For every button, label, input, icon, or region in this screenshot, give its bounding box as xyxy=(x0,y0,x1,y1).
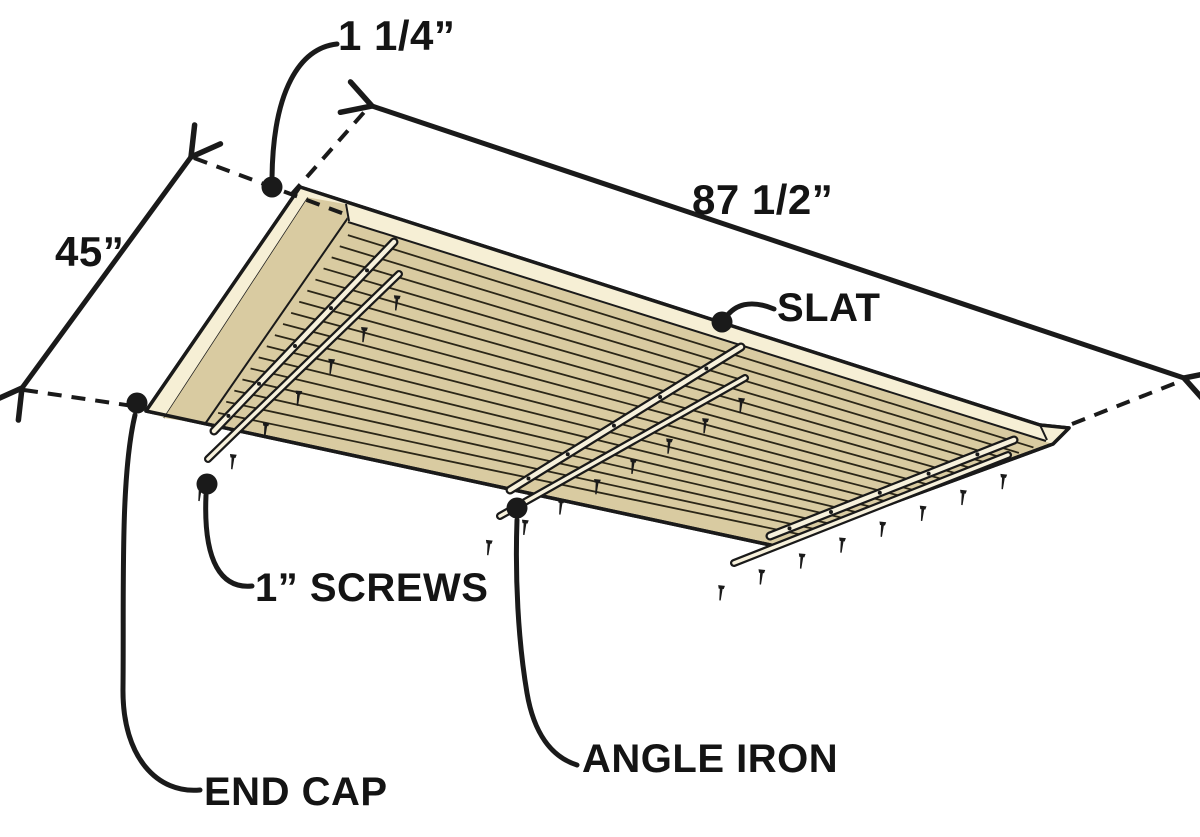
angle-iron-hole xyxy=(293,343,297,348)
end-cap-label: END CAP xyxy=(204,770,388,814)
angle-iron-hole xyxy=(526,476,531,481)
angle-iron-hole xyxy=(257,381,261,386)
screws-label: 1” SCREWS xyxy=(255,566,488,610)
depth-label: 45” xyxy=(55,228,124,275)
thickness-leader xyxy=(269,41,340,181)
screw-icon xyxy=(520,519,529,536)
end-cap-inner-edge xyxy=(204,211,353,425)
slat-gap-line xyxy=(234,389,830,525)
dimensions xyxy=(0,79,1200,423)
angle-iron-hole xyxy=(658,395,663,400)
angle-iron-hole xyxy=(975,452,980,457)
extension-line-bottom-left xyxy=(23,388,141,409)
right-overhang-step xyxy=(1039,424,1048,441)
end-cap-leader-dot xyxy=(126,392,148,414)
angle-iron-label: ANGLE IRON xyxy=(582,737,838,781)
screw-icon xyxy=(756,569,766,585)
end-cap-leader xyxy=(120,412,203,793)
angle-iron-hole xyxy=(704,366,709,371)
extension-line-length-start xyxy=(289,108,368,197)
panel xyxy=(144,185,1071,548)
screw-icon xyxy=(716,585,725,601)
angle-iron-hole xyxy=(565,452,570,457)
angle-iron-hole xyxy=(329,306,333,311)
angle-iron-hole xyxy=(787,526,792,531)
depth-dimension-arrow xyxy=(0,122,224,423)
extension-line-length-end xyxy=(1071,377,1187,426)
screw-icon xyxy=(998,473,1008,490)
labels: 1 1/4” 45” 87 1/2” SLAT 1” SCREWS END CA… xyxy=(55,12,880,814)
thickness-label: 1 1/4” xyxy=(338,12,455,59)
angle-iron-hole xyxy=(611,423,616,428)
slat-gap-line xyxy=(226,400,816,530)
slat-leader-dot xyxy=(711,311,733,333)
angle-iron-hole xyxy=(829,510,833,514)
screw-icon xyxy=(556,499,565,515)
angle-iron-leader-dot xyxy=(506,497,528,519)
angle-iron-3 xyxy=(730,435,1019,567)
screw-icon xyxy=(797,553,806,569)
screw-icon xyxy=(877,521,887,538)
angle-iron-hole xyxy=(226,413,231,418)
slat-leader xyxy=(723,301,777,320)
screw-icon xyxy=(228,453,237,470)
screw-icon xyxy=(918,505,927,522)
length-label: 87 1/2” xyxy=(692,176,833,223)
screw-icon xyxy=(958,489,967,506)
slat-label: SLAT xyxy=(777,286,880,330)
screw-icon xyxy=(484,539,493,556)
length-dimension-arrow xyxy=(337,79,1200,405)
thickness-leader-dot xyxy=(261,176,283,198)
leader-lines xyxy=(120,41,777,793)
angle-iron-hole xyxy=(877,490,882,495)
screws-leader xyxy=(203,492,255,589)
slat-gap-line xyxy=(217,412,801,536)
angle-iron-hole xyxy=(926,471,931,476)
screws-leader-dot xyxy=(196,473,218,495)
angle-iron-leader xyxy=(513,517,580,768)
screw-icon xyxy=(837,537,846,554)
angle-iron-hole xyxy=(365,268,369,273)
